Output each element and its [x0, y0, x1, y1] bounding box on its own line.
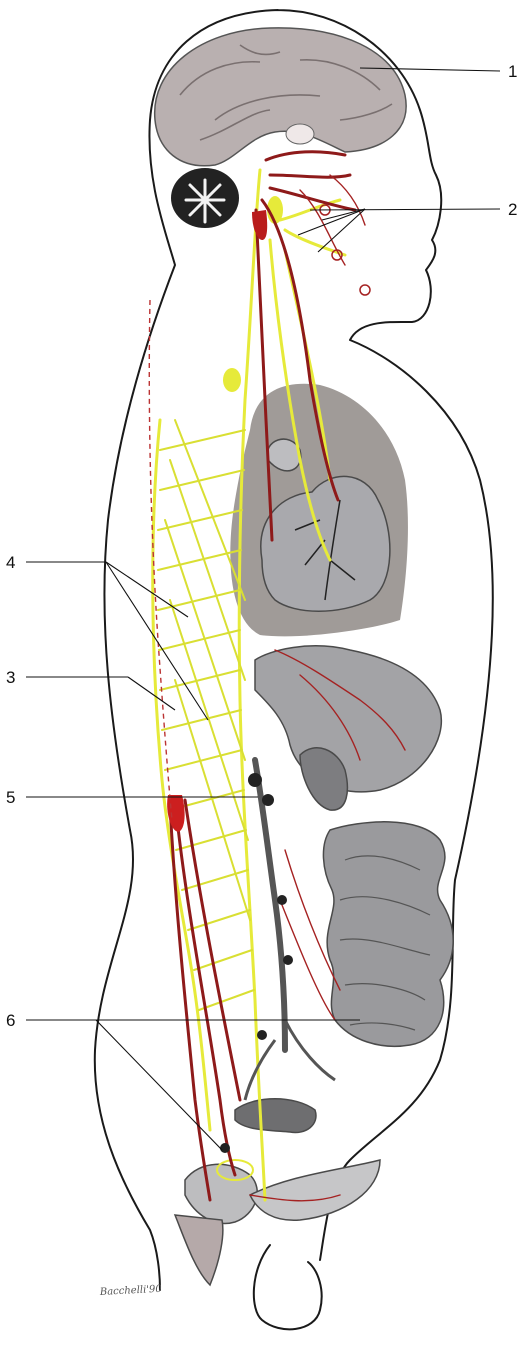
artist-signature: Bacchelli'90: [99, 1284, 163, 1298]
intestines: [323, 822, 453, 1046]
leader-line-2c: [298, 209, 365, 235]
leader-line-3a: [128, 677, 175, 710]
label-3: 3: [6, 668, 15, 687]
label-1: 1: [508, 62, 517, 81]
stomach: [255, 646, 441, 810]
label-4: 4: [6, 553, 15, 572]
label-2: 2: [508, 200, 517, 219]
leader-line-2a: [310, 209, 500, 210]
label-5: 5: [6, 788, 15, 807]
leader-line-4a: [106, 562, 188, 617]
leader-line-6a: [96, 1020, 222, 1150]
abdominal-plexus: [220, 760, 335, 1153]
label-6: 6: [6, 1011, 15, 1030]
cerebellum: [171, 168, 239, 228]
pelvic-organs: [175, 1099, 380, 1285]
brain: [155, 28, 406, 166]
